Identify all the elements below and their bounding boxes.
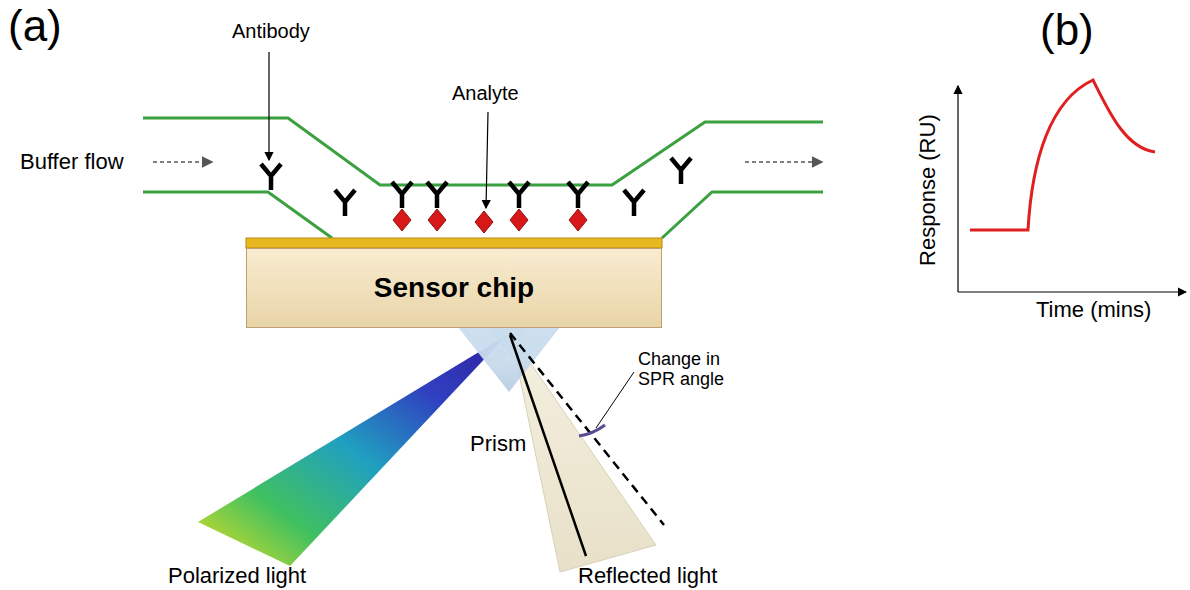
sensor-chip: Sensor chip (246, 248, 662, 328)
antibody (261, 164, 281, 190)
sensorgram-curve (970, 80, 1155, 230)
part-label: Buffer flow (20, 150, 124, 174)
part-label: Reflected light (578, 564, 717, 588)
antibody (671, 158, 691, 184)
part-label: Antibody (232, 20, 310, 42)
analyte (393, 209, 411, 231)
analyte (428, 209, 446, 231)
antibody (427, 182, 447, 208)
angle-arc (579, 425, 605, 436)
channel-wall (143, 118, 823, 185)
part-label: Polarized light (168, 564, 306, 588)
part-label: Prism (470, 432, 526, 456)
antibody-group (261, 158, 691, 233)
channel-wall (662, 192, 823, 238)
x-axis (958, 291, 1186, 292)
polarized-beam (198, 335, 507, 566)
reflected-beam (511, 335, 656, 572)
panel-label: (b) (1040, 6, 1094, 54)
antibody (335, 190, 355, 216)
analyte (510, 209, 528, 231)
node-text: Sensor chip (374, 272, 534, 304)
antibody (509, 182, 529, 208)
leader-arrow (268, 52, 269, 160)
gold-film (246, 238, 662, 248)
channel-wall (143, 192, 332, 238)
axis-label: Response (RU) (916, 114, 940, 266)
antibody (392, 182, 412, 208)
flow-arrow (745, 161, 822, 163)
antibody (624, 190, 644, 216)
axis-label: Time (mins) (1036, 298, 1151, 322)
analyte (569, 209, 587, 231)
y-axis (957, 86, 958, 292)
part-label: Change in SPR angle (638, 350, 748, 390)
antibody (568, 182, 588, 208)
panel-label: (a) (8, 2, 62, 50)
leader-line (596, 372, 634, 428)
flow-arrow (153, 161, 212, 163)
leader-arrow (486, 112, 488, 208)
analyte (475, 211, 493, 233)
prism (458, 327, 560, 392)
part-label: Analyte (452, 82, 519, 104)
